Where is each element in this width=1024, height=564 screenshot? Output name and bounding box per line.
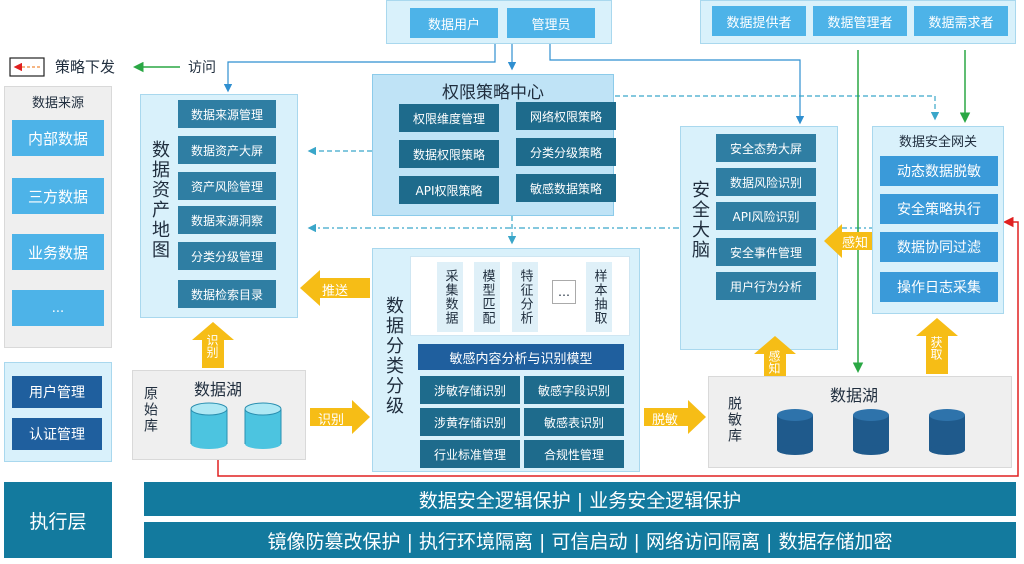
gateway-log-collect[interactable]: 操作日志采集 xyxy=(880,272,998,302)
asset-item-source-insight[interactable]: 数据来源洞察 xyxy=(178,206,276,234)
masked-lake-db-icon-2 xyxy=(853,409,889,455)
brain-situation-screen[interactable]: 安全态势大屏 xyxy=(716,134,816,162)
classify-feature[interactable]: 特征分析 xyxy=(512,262,538,332)
policy-center-title: 权限策略中心 xyxy=(442,83,544,103)
role-manager[interactable]: 数据管理者 xyxy=(813,6,907,36)
raw-lake-db-icon-1 xyxy=(190,402,228,449)
classify-title: 数据分类分级 xyxy=(383,296,404,416)
sense-up-label: 感知 xyxy=(767,350,781,374)
classify-collect[interactable]: 采集数据 xyxy=(437,262,463,332)
asset-item-asset-screen[interactable]: 数据资产大屏 xyxy=(178,136,276,164)
sense-up-arrow xyxy=(754,336,796,386)
source-more[interactable]: ... xyxy=(12,290,104,326)
brain-api-risk[interactable]: API风险识别 xyxy=(716,202,816,230)
auth-mgmt-button[interactable]: 认证管理 xyxy=(12,418,102,450)
asset-item-risk-mgmt[interactable]: 资产风险管理 xyxy=(178,172,276,200)
masked-lake-side: 脱敏库 xyxy=(726,396,742,444)
desensitize-arrow xyxy=(644,400,706,434)
classify-porn-storage[interactable]: 涉黄存储识别 xyxy=(420,408,520,436)
identify-up-label: 识别 xyxy=(205,334,219,358)
policy-data-permission[interactable]: 数据权限策略 xyxy=(399,140,499,168)
masked-lake-db-icon-3 xyxy=(929,409,965,455)
role-requester[interactable]: 数据需求者 xyxy=(914,6,1008,36)
sense-left-arrow xyxy=(824,224,874,258)
gateway-title: 数据安全网关 xyxy=(898,135,977,150)
sense-left-label: 感知 xyxy=(842,236,869,251)
asset-item-source-mgmt[interactable]: 数据来源管理 xyxy=(178,100,276,128)
source-business[interactable]: 业务数据 xyxy=(12,234,104,270)
raw-lake-title: 数据湖 xyxy=(194,380,243,399)
classify-model[interactable]: 敏感内容分析与识别模型 xyxy=(418,344,624,370)
gateway-collab-filter[interactable]: 数据协同过滤 xyxy=(880,232,998,262)
asset-item-classify-mgmt[interactable]: 分类分级管理 xyxy=(178,242,276,270)
desensitize-label: 脱敏 xyxy=(652,413,679,428)
classify-sensitive-field[interactable]: 敏感字段识别 xyxy=(524,376,624,404)
top-user-data[interactable]: 数据用户 xyxy=(410,8,498,38)
masked-lake-title: 数据湖 xyxy=(830,386,879,405)
identify-up-arrow xyxy=(192,322,234,368)
identify-right-arrow xyxy=(310,400,370,434)
masked-lake-db-icon-1 xyxy=(777,409,813,455)
gateway-policy-exec[interactable]: 安全策略执行 xyxy=(880,194,998,224)
role-provider[interactable]: 数据提供者 xyxy=(712,6,806,36)
fetch-up-arrow xyxy=(916,318,958,374)
raw-lake-db-icon-2 xyxy=(244,402,282,449)
classify-compliance[interactable]: 合规性管理 xyxy=(524,440,624,468)
brain-event-mgmt[interactable]: 安全事件管理 xyxy=(716,238,816,266)
identify-right-label: 识别 xyxy=(318,413,345,428)
classify-sensitive-storage[interactable]: 涉敏存储识别 xyxy=(420,376,520,404)
asset-item-search-catalog[interactable]: 数据检索目录 xyxy=(178,280,276,308)
push-arrow-label: 推送 xyxy=(322,284,349,299)
brain-data-risk[interactable]: 数据风险识别 xyxy=(716,168,816,196)
legend-access-label: 访问 xyxy=(188,60,216,76)
legend-strategy-label: 策略下发 xyxy=(55,58,116,76)
classify-industry-std[interactable]: 行业标准管理 xyxy=(420,440,520,468)
policy-network[interactable]: 网络权限策略 xyxy=(516,102,616,130)
fetch-up-label: 获取 xyxy=(929,336,943,360)
brain-behavior[interactable]: 用户行为分析 xyxy=(716,272,816,300)
classify-ellipsis: … xyxy=(552,280,576,304)
policy-api[interactable]: API权限策略 xyxy=(399,176,499,204)
raw-lake-side: 原始库 xyxy=(142,386,158,434)
exec-row-infra: 镜像防篡改保护 | 执行环境隔离 | 可信启动 | 网络访问隔离 | 数据存储加… xyxy=(144,522,1016,558)
policy-dimension-mgmt[interactable]: 权限维度管理 xyxy=(399,104,499,132)
exec-layer-label: 执行层 xyxy=(4,482,112,558)
policy-classify[interactable]: 分类分级策略 xyxy=(516,138,616,166)
classify-model-match[interactable]: 模型匹配 xyxy=(474,262,500,332)
classify-sample[interactable]: 样本抽取 xyxy=(586,262,612,332)
gateway-dynamic-mask[interactable]: 动态数据脱敏 xyxy=(880,156,998,186)
asset-map-title: 数据资产地图 xyxy=(149,140,170,260)
top-user-admin[interactable]: 管理员 xyxy=(507,8,595,38)
security-brain-title: 安全大脑 xyxy=(689,180,710,260)
classify-sensitive-table[interactable]: 敏感表识别 xyxy=(524,408,624,436)
data-sources-title: 数据来源 xyxy=(31,96,84,111)
policy-sensitive[interactable]: 敏感数据策略 xyxy=(516,174,616,202)
user-mgmt-button[interactable]: 用户管理 xyxy=(12,376,102,408)
source-third[interactable]: 三方数据 xyxy=(12,178,104,214)
push-arrow xyxy=(300,270,370,306)
source-internal[interactable]: 内部数据 xyxy=(12,120,104,156)
exec-row-logic: 数据安全逻辑保护 | 业务安全逻辑保护 xyxy=(144,482,1016,516)
